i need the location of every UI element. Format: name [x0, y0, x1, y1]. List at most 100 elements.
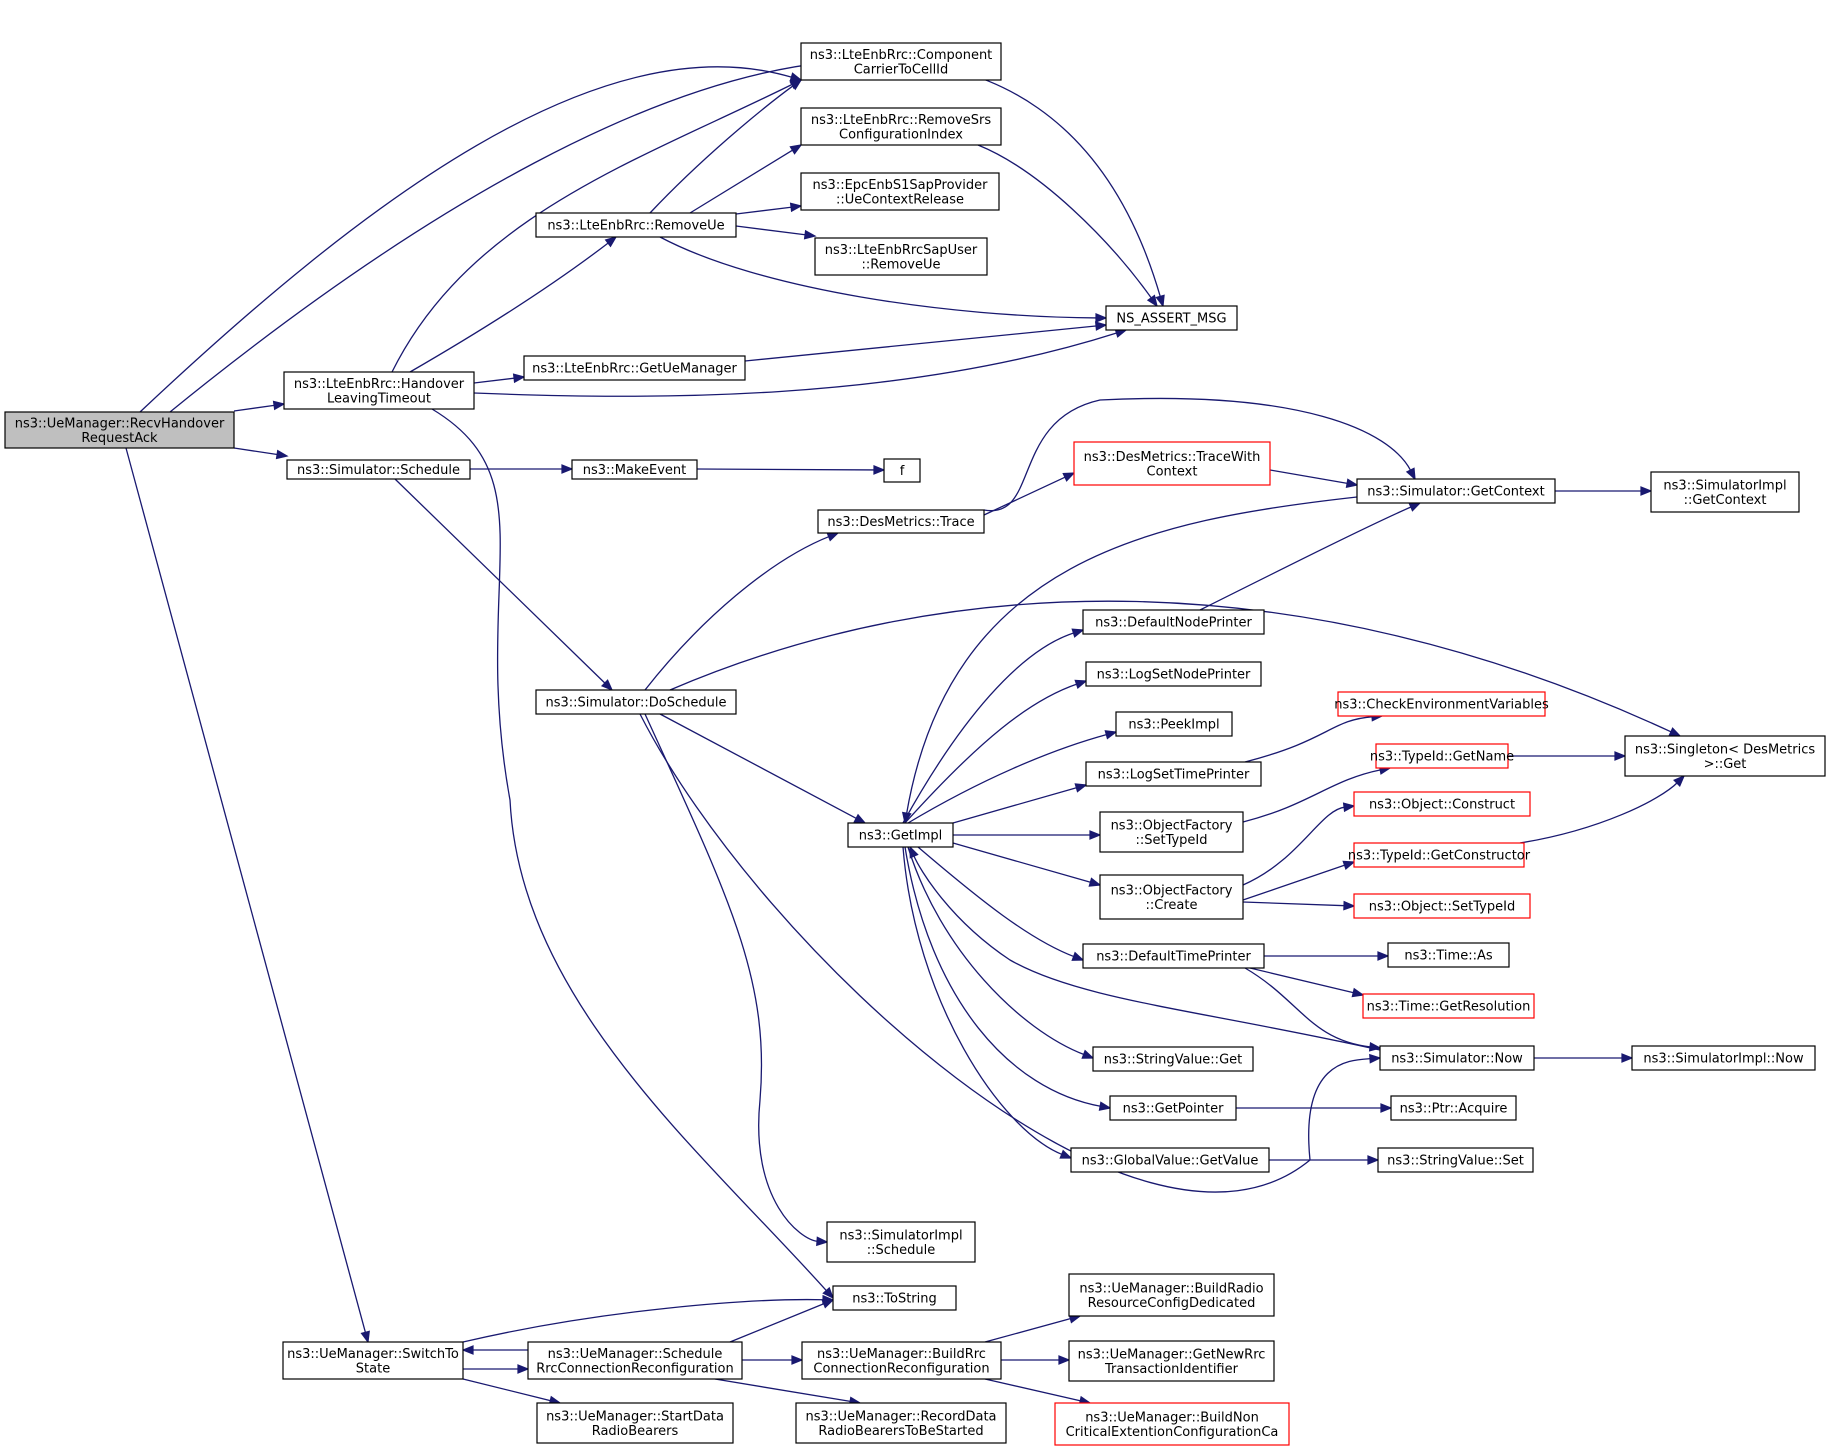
node-lstp[interactable]: ns3::LogSetTimePrinter [1085, 761, 1262, 787]
node-implsched[interactable]: ns3::SimulatorImpl::Schedule [826, 1221, 976, 1263]
edge-arrowhead [360, 1330, 370, 1344]
node-buildrrc[interactable]: ns3::UeManager::BuildRrcConnectionReconf… [801, 1341, 1002, 1380]
node-lsnp[interactable]: ns3::LogSetNodePrinter [1085, 661, 1262, 687]
node-label: ns3::EpcEnbS1SapProvider [813, 178, 989, 193]
node-sched[interactable]: ns3::Simulator::Schedule [286, 459, 471, 480]
call-edge-getimpl-to-svget [907, 846, 1095, 1059]
edge-line [907, 846, 1085, 1056]
node-dnp[interactable]: ns3::DefaultNodePrinter [1082, 609, 1265, 635]
edge-line [689, 149, 794, 214]
edge-line [904, 683, 1078, 824]
edge-line [1199, 506, 1413, 611]
edge-arrowhead [853, 813, 867, 824]
node-label: ns3::DefaultNodePrinter [1095, 616, 1252, 631]
node-rsrs[interactable]: ns3::LteEnbRrc::RemoveSrsConfigurationIn… [800, 107, 1002, 146]
edge-arrowhead [1081, 1049, 1095, 1059]
node-makeevent[interactable]: ns3::MakeEvent [571, 459, 698, 480]
edge-line [1244, 967, 1372, 1048]
node-label: ns3::ObjectFactory [1111, 818, 1233, 833]
edge-arrowhead [1059, 1149, 1073, 1159]
edge-line [1242, 864, 1346, 901]
node-getptr[interactable]: ns3::GetPointer [1109, 1095, 1237, 1121]
call-edge-recv-to-hlt [233, 400, 286, 412]
node-getctx[interactable]: ns3::Simulator::GetContext [1356, 478, 1556, 504]
node-getname[interactable]: ns3::TypeId::GetName [1370, 743, 1514, 769]
node-peek[interactable]: ns3::PeekImpl [1115, 711, 1233, 737]
node-simnow[interactable]: ns3::Simulator::Now [1379, 1045, 1535, 1071]
node-svget[interactable]: ns3::StringValue::Get [1092, 1046, 1254, 1072]
call-edge-getimpl-to-getptr [904, 846, 1112, 1111]
node-removeue[interactable]: ns3::LteEnbRrc::RemoveUe [535, 212, 737, 238]
node-noncrit[interactable]: ns3::UeManager::BuildNonCriticalExtentio… [1054, 1402, 1290, 1446]
edge-arrowhead [1074, 679, 1088, 690]
node-assert[interactable]: NS_ASSERT_MSG [1105, 305, 1238, 331]
node-label: ns3::SimulatorImpl::Now [1643, 1052, 1804, 1067]
call-edge-dosched-to-trace [644, 532, 840, 691]
node-gvget[interactable]: ns3::GlobalValue::GetValue [1070, 1147, 1270, 1173]
node-f[interactable]: f [883, 458, 921, 483]
node-cev[interactable]: ns3::CheckEnvironmentVariables [1334, 691, 1549, 717]
node-epc[interactable]: ns3::EpcEnbS1SapProvider::UeContextRelea… [800, 172, 1000, 211]
node-label: ns3::DesMetrics::Trace [827, 515, 974, 530]
node-getctor[interactable]: ns3::TypeId::GetConstructor [1348, 842, 1531, 868]
node-label: ns3::ObjectFactory [1111, 883, 1233, 898]
call-edge-switch-to-schedrrc [463, 1364, 530, 1374]
edge-line [1242, 901, 1346, 907]
edge-line [984, 1317, 1072, 1343]
edge-line [1269, 469, 1349, 485]
edge-line [1242, 769, 1382, 823]
node-svset[interactable]: ns3::StringValue::Set [1377, 1147, 1534, 1173]
node-box [523, 355, 746, 381]
node-label: ::SetTypeId [1135, 833, 1207, 848]
node-ofcreate[interactable]: ns3::ObjectFactory::Create [1099, 874, 1244, 920]
node-dtp[interactable]: ns3::DefaultTimePrinter [1082, 943, 1265, 969]
edge-arrowhead [561, 464, 574, 474]
node-tostring[interactable]: ns3::ToString [832, 1285, 957, 1311]
node-box [1624, 735, 1826, 777]
node-sapuser[interactable]: ns3::LteEnbRrcSapUser::RemoveUe [814, 237, 988, 276]
node-timeas[interactable]: ns3::Time::As [1387, 942, 1510, 968]
node-box [1387, 942, 1510, 968]
edge-line [139, 66, 793, 413]
node-brrcd[interactable]: ns3::UeManager::BuildRadioResourceConfig… [1068, 1273, 1275, 1317]
call-edge-hlt-to-removeue [409, 236, 618, 373]
node-getuem[interactable]: ns3::LteEnbRrc::GetUeManager [523, 355, 746, 381]
node-recorddrb[interactable]: ns3::UeManager::RecordDataRadioBearersTo… [795, 1402, 1007, 1444]
node-objset[interactable]: ns3::Object::SetTypeId [1353, 893, 1531, 919]
node-newrrc[interactable]: ns3::UeManager::GetNewRrcTransactionIden… [1068, 1340, 1275, 1382]
node-label: TransactionIdentifier [1104, 1362, 1239, 1377]
node-getimpl[interactable]: ns3::GetImpl [847, 822, 954, 848]
edge-arrowhead [512, 373, 526, 384]
call-edge-dtp-to-timeres [1249, 967, 1365, 998]
node-box [883, 458, 921, 483]
node-label: ConfigurationIndex [839, 127, 963, 142]
node-schedrrc[interactable]: ns3::UeManager::ScheduleRrcConnectionRec… [527, 1341, 743, 1380]
node-construct[interactable]: ns3::Object::Construct [1353, 791, 1531, 817]
node-timeres[interactable]: ns3::Time::GetResolution [1362, 993, 1535, 1019]
node-ofset[interactable]: ns3::ObjectFactory::SetTypeId [1099, 811, 1244, 853]
node-implnow[interactable]: ns3::SimulatorImpl::Now [1631, 1045, 1816, 1071]
node-singleton[interactable]: ns3::Singleton< DesMetrics >::Get [1624, 735, 1826, 777]
edge-arrowhead [1342, 860, 1356, 871]
node-box [1068, 1340, 1275, 1382]
node-implctx[interactable]: ns3::SimulatorImpl::GetContext [1650, 471, 1800, 513]
edge-line [431, 408, 828, 1292]
edge-line [1244, 716, 1374, 763]
node-trace[interactable]: ns3::DesMetrics::Trace [817, 509, 985, 534]
node-box [832, 1285, 957, 1311]
edge-line [905, 496, 1358, 815]
node-label: ns3::GetPointer [1123, 1102, 1224, 1117]
node-box [571, 459, 698, 480]
call-edge-recv-to-sched [233, 447, 289, 460]
call-edge-makeevent-to-f [696, 465, 886, 475]
node-acquire[interactable]: ns3::Ptr::Acquire [1390, 1095, 1517, 1121]
node-box [1115, 711, 1233, 737]
node-dosched[interactable]: ns3::Simulator::DoSchedule [535, 689, 737, 715]
call-edge-sched-to-dosched [394, 478, 614, 692]
